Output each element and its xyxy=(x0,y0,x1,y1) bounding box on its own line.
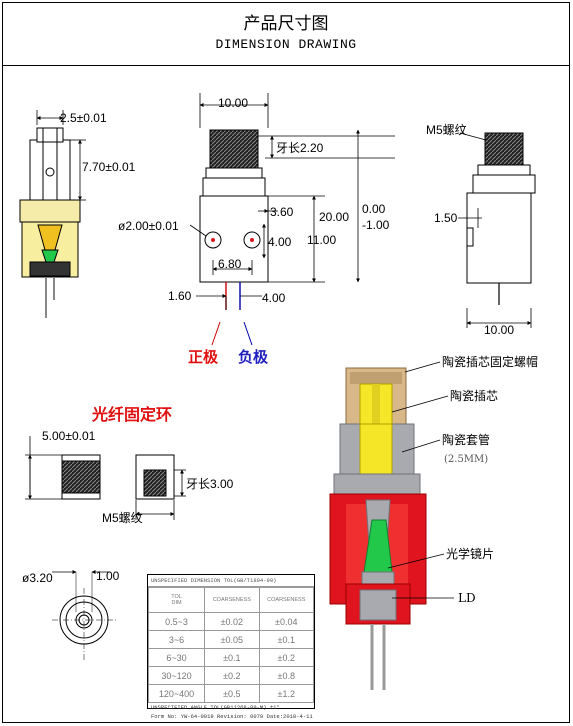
dim-label: 牙长3.00 xyxy=(186,477,234,491)
front-view xyxy=(189,93,395,346)
dim-label: ø2.00±0.01 xyxy=(118,219,179,233)
table-row: 3~6±0.05±0.1 xyxy=(147,630,315,649)
table-row: 0.5~3±0.02±0.04 xyxy=(147,612,315,631)
negative-label: 负极 xyxy=(238,348,269,366)
fiber-ring-title: 光纤固定环 xyxy=(91,405,172,424)
dim-label: 2.5±0.01 xyxy=(60,111,107,125)
table-header: COARSENESS xyxy=(204,587,260,613)
positive-label: 正极 xyxy=(188,348,219,366)
table-row: 120~400±0.5±1.2 xyxy=(147,684,315,703)
cutaway-assembly xyxy=(329,367,427,690)
callout-cap: 陶瓷插芯固定螺帽 xyxy=(442,354,538,369)
table-footer: Form No: YW-64-0019 Revision: 0079 Date:… xyxy=(151,713,313,720)
dim-label: 7.70±0.01 xyxy=(82,160,136,174)
callout-sleeve-size: (2.5MM) xyxy=(444,454,488,465)
page-subtitle: DIMENSION DRAWING xyxy=(215,37,357,52)
dim-label: 1.00 xyxy=(96,569,120,583)
dim-label: 5.00±0.01 xyxy=(42,429,96,443)
ring-end-view xyxy=(52,570,116,660)
dim-label: 4.00 xyxy=(262,291,286,305)
dim-label: 1.50 xyxy=(434,211,458,225)
table-footer: UNSPECIFIED ANGLE TOL(GB11268-89-M) ±1° xyxy=(151,704,280,711)
dim-label: 1.60 xyxy=(168,289,192,303)
dim-label: 20.00 xyxy=(319,210,349,224)
cutaway-leaders xyxy=(387,361,454,599)
dim-label: 6.80 xyxy=(218,257,242,271)
dim-label: -1.00 xyxy=(362,218,390,232)
tolerance-table: UNSPECIFIED DIMENSION TOL(GB/T1804-90) T… xyxy=(147,574,315,720)
table-header: COARSENESS xyxy=(258,587,315,613)
page-title: 产品尺寸图 xyxy=(243,14,329,34)
dim-label: 11.00 xyxy=(307,233,336,247)
callout-sleeve: 陶瓷套管 xyxy=(442,432,490,447)
dim-label: 0.00 xyxy=(362,202,386,216)
fiber-ring-views xyxy=(25,436,186,520)
table-title: UNSPECIFIED DIMENSION TOL(GB/T1804-90) xyxy=(148,575,314,587)
dim-label: 10.00 xyxy=(218,96,248,110)
header: 产品尺寸图 DIMENSION DRAWING xyxy=(3,3,569,66)
dim-label: 10.00 xyxy=(484,323,514,337)
side-section-view xyxy=(19,110,86,318)
dim-label: 牙长2.20 xyxy=(276,141,324,155)
dim-label: M5螺纹 xyxy=(102,511,143,525)
dim-label: ø3.20 xyxy=(22,571,53,585)
dim-label: 3.60 xyxy=(270,205,294,219)
right-view xyxy=(458,132,536,328)
dim-label: 4.00 xyxy=(268,235,292,249)
dim-label: M5螺纹 xyxy=(426,123,467,137)
table-row: 6~30±0.1±0.2 xyxy=(147,648,315,667)
table-row: 30~120±0.2±0.8 xyxy=(147,666,315,685)
callout-ld: LD xyxy=(458,591,476,605)
callout-lens: 光学镜片 xyxy=(446,546,494,561)
callout-ferrule: 陶瓷插芯 xyxy=(450,388,498,403)
